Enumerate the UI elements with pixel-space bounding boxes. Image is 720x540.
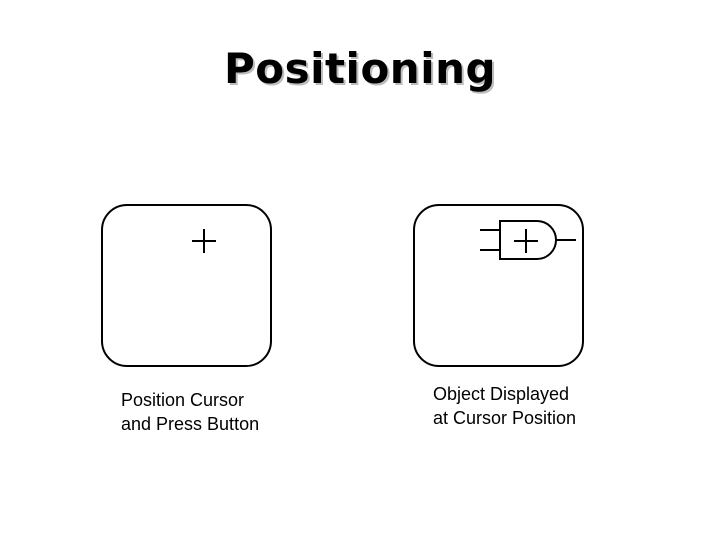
caption-before: Position Cursor and Press Button — [121, 388, 259, 436]
slide-title: Positioning — [223, 44, 497, 93]
caption-line: at Cursor Position — [433, 408, 577, 428]
caption-line: Object Displayed — [433, 384, 570, 404]
and-gate-icon — [480, 220, 576, 260]
crosshair-cursor-icon — [514, 229, 538, 253]
screen-panel-after — [413, 204, 584, 367]
caption-line: and Press Button — [121, 414, 260, 434]
caption-after: Object Displayed at Cursor Position — [433, 382, 576, 430]
caption-line: Position Cursor — [121, 390, 245, 410]
screen-panel-before — [101, 204, 272, 367]
crosshair-cursor-icon — [192, 229, 216, 253]
